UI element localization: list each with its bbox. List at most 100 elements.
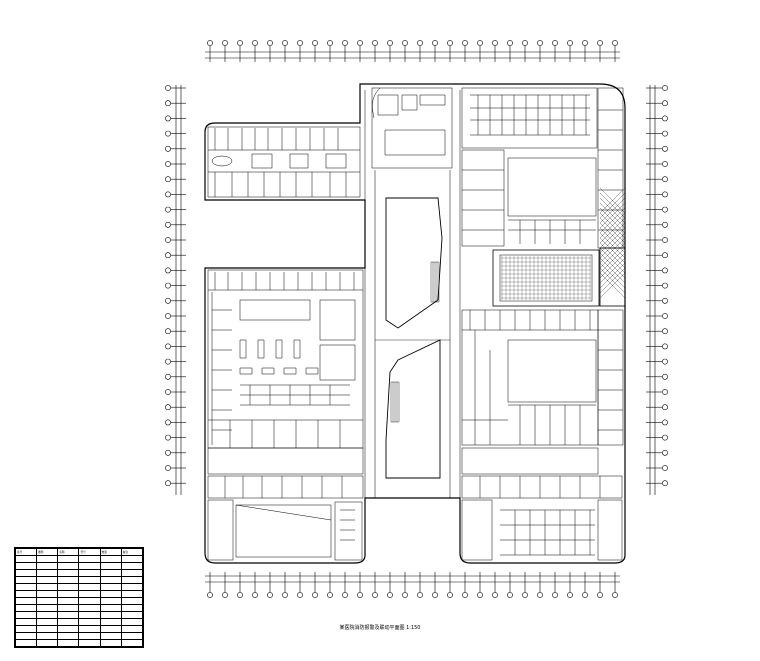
- right-dimension-line: [649, 85, 656, 495]
- legend-header-cell: 数量: [99, 548, 122, 556]
- axis-bubble: [447, 40, 453, 46]
- legend-cell: [120, 576, 144, 584]
- legend-cell: [36, 555, 59, 563]
- legend-row: [14, 555, 144, 563]
- axis-bubble: [165, 267, 171, 274]
- axis-tick: [599, 217, 626, 244]
- legend-cell: [14, 618, 38, 626]
- axis-bubble: [567, 592, 573, 598]
- axis-tick: [599, 197, 626, 224]
- axis-tick: [599, 262, 626, 289]
- axis-bubble: [662, 328, 668, 335]
- axis-bubble: [207, 40, 213, 46]
- legend-cell: [78, 611, 101, 619]
- legend-header-cell: 名称: [57, 548, 80, 556]
- escalators: [375, 261, 450, 423]
- axis-bubble: [387, 592, 393, 598]
- axis-bubble: [267, 40, 273, 46]
- legend-row: [14, 562, 144, 570]
- axis-bubble: [222, 592, 228, 598]
- axis-bubble: [432, 592, 438, 598]
- axis-bubble: [237, 592, 243, 598]
- axis-bubble: [537, 592, 543, 598]
- legend-cell: [120, 618, 144, 626]
- atrium-void-north: [385, 197, 443, 329]
- axis-bubble: [165, 480, 171, 487]
- legend-cell: [36, 611, 59, 619]
- legend-cell: [57, 590, 80, 598]
- legend-cell: [57, 583, 80, 591]
- axis-bubble: [327, 40, 333, 46]
- axis-bubble: [662, 100, 668, 107]
- axis-tick: [599, 192, 626, 219]
- axis-bubble: [342, 592, 348, 598]
- axis-bubble: [312, 40, 318, 46]
- axis-bubble: [662, 237, 668, 243]
- legend-cell: [120, 583, 144, 591]
- legend-header-cell: 图例: [36, 548, 59, 556]
- axis-bubble: [522, 40, 528, 46]
- axis-bubble: [507, 592, 513, 598]
- axis-bubble: [165, 419, 171, 426]
- axis-bubble: [662, 252, 668, 259]
- legend-cell: [14, 590, 38, 598]
- axis-bubble: [582, 592, 588, 598]
- axis-tick: [599, 237, 626, 264]
- legend-row: [14, 611, 144, 619]
- legend-cell: [78, 618, 101, 626]
- axis-tick: [599, 247, 626, 274]
- drawing-caption: 某医院消防报警及联动平面图 1:150: [339, 625, 421, 631]
- axis-bubble: [662, 176, 668, 183]
- legend-row: [14, 576, 144, 584]
- legend-cell: [99, 569, 122, 577]
- legend-row: [14, 618, 144, 626]
- axis-bubble: [267, 592, 273, 598]
- axis-bubble: [662, 389, 668, 395]
- legend-header-row: 序号 图例 名称 型号 数量 备注: [14, 548, 144, 556]
- legend-cell: [14, 576, 38, 584]
- axis-bubble: [662, 206, 668, 213]
- axis-bubble: [165, 130, 171, 137]
- axis-bubble: [612, 40, 618, 46]
- legend-cell: [57, 597, 80, 605]
- legend-cell: [14, 583, 38, 591]
- legend-cell: [99, 639, 122, 647]
- axis-bubble: [662, 465, 668, 471]
- axis-tick: [599, 272, 626, 299]
- axis-bubble: [662, 449, 668, 456]
- axis-bubble: [662, 419, 668, 426]
- legend-cell: [36, 632, 59, 640]
- legend-cell: [14, 569, 38, 577]
- axis-bubble: [662, 85, 668, 91]
- legend-cell: [14, 604, 38, 612]
- legend-cell: [120, 555, 144, 563]
- axis-tick: [599, 227, 626, 254]
- legend-cell: [36, 604, 59, 612]
- legend-cell: [57, 618, 80, 626]
- legend-cell: [57, 639, 80, 647]
- legend-cell: [78, 583, 101, 591]
- legend-row: [14, 639, 144, 647]
- legend-cell: [99, 590, 122, 598]
- axis-bubble: [165, 191, 171, 198]
- axis-bubble: [492, 40, 498, 46]
- legend-cell: [78, 569, 101, 577]
- axis-bubble: [165, 100, 171, 107]
- legend-row: [14, 569, 144, 577]
- legend-cell: [36, 569, 59, 577]
- legend-cell: [14, 625, 38, 633]
- courtyard-grid: [492, 187, 626, 307]
- axis-bubble: [165, 176, 171, 183]
- legend-row: [14, 632, 144, 640]
- axis-tick: [599, 257, 626, 284]
- legend-cell: [57, 632, 80, 640]
- axis-bubble: [222, 40, 228, 46]
- legend-cell: [57, 555, 80, 563]
- south-east-block: [461, 447, 623, 561]
- axis-bubble: [357, 40, 363, 46]
- legend-cell: [36, 583, 59, 591]
- legend-header-cell: 型号: [78, 548, 101, 556]
- legend-cell: [14, 611, 38, 619]
- legend-cell: [120, 639, 144, 647]
- north-west-wing: [207, 126, 361, 198]
